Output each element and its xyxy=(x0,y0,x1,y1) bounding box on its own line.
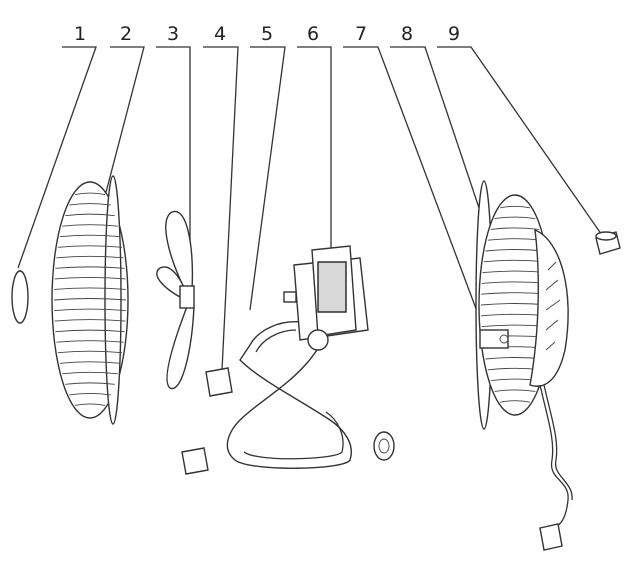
callout-label-3: 3 xyxy=(167,23,179,45)
leader-line-6 xyxy=(297,47,331,252)
callout-label-4: 4 xyxy=(214,23,226,45)
small-nut-shape xyxy=(374,432,394,460)
callout-label-9: 9 xyxy=(448,23,460,45)
blade-nut-shape xyxy=(182,368,232,474)
callout-label-7: 7 xyxy=(355,23,367,45)
fan-blade-shape xyxy=(157,211,194,388)
control-knob-shape xyxy=(596,232,620,254)
callout-label-5: 5 xyxy=(261,23,273,45)
leader-line-5 xyxy=(250,47,285,310)
front-grille-shape xyxy=(52,176,128,424)
callout-label-2: 2 xyxy=(120,23,132,45)
callout-label-1: 1 xyxy=(74,23,86,45)
callout-labels: 1 2 3 4 5 6 7 8 9 xyxy=(74,23,460,45)
support-stand-shape xyxy=(227,322,351,469)
callout-label-6: 6 xyxy=(307,23,319,45)
front-grille-badge-shape xyxy=(12,271,28,323)
leader-line-2 xyxy=(104,47,144,200)
callout-label-8: 8 xyxy=(401,23,413,45)
leader-line-7 xyxy=(343,47,484,330)
leader-line-4 xyxy=(203,47,238,370)
